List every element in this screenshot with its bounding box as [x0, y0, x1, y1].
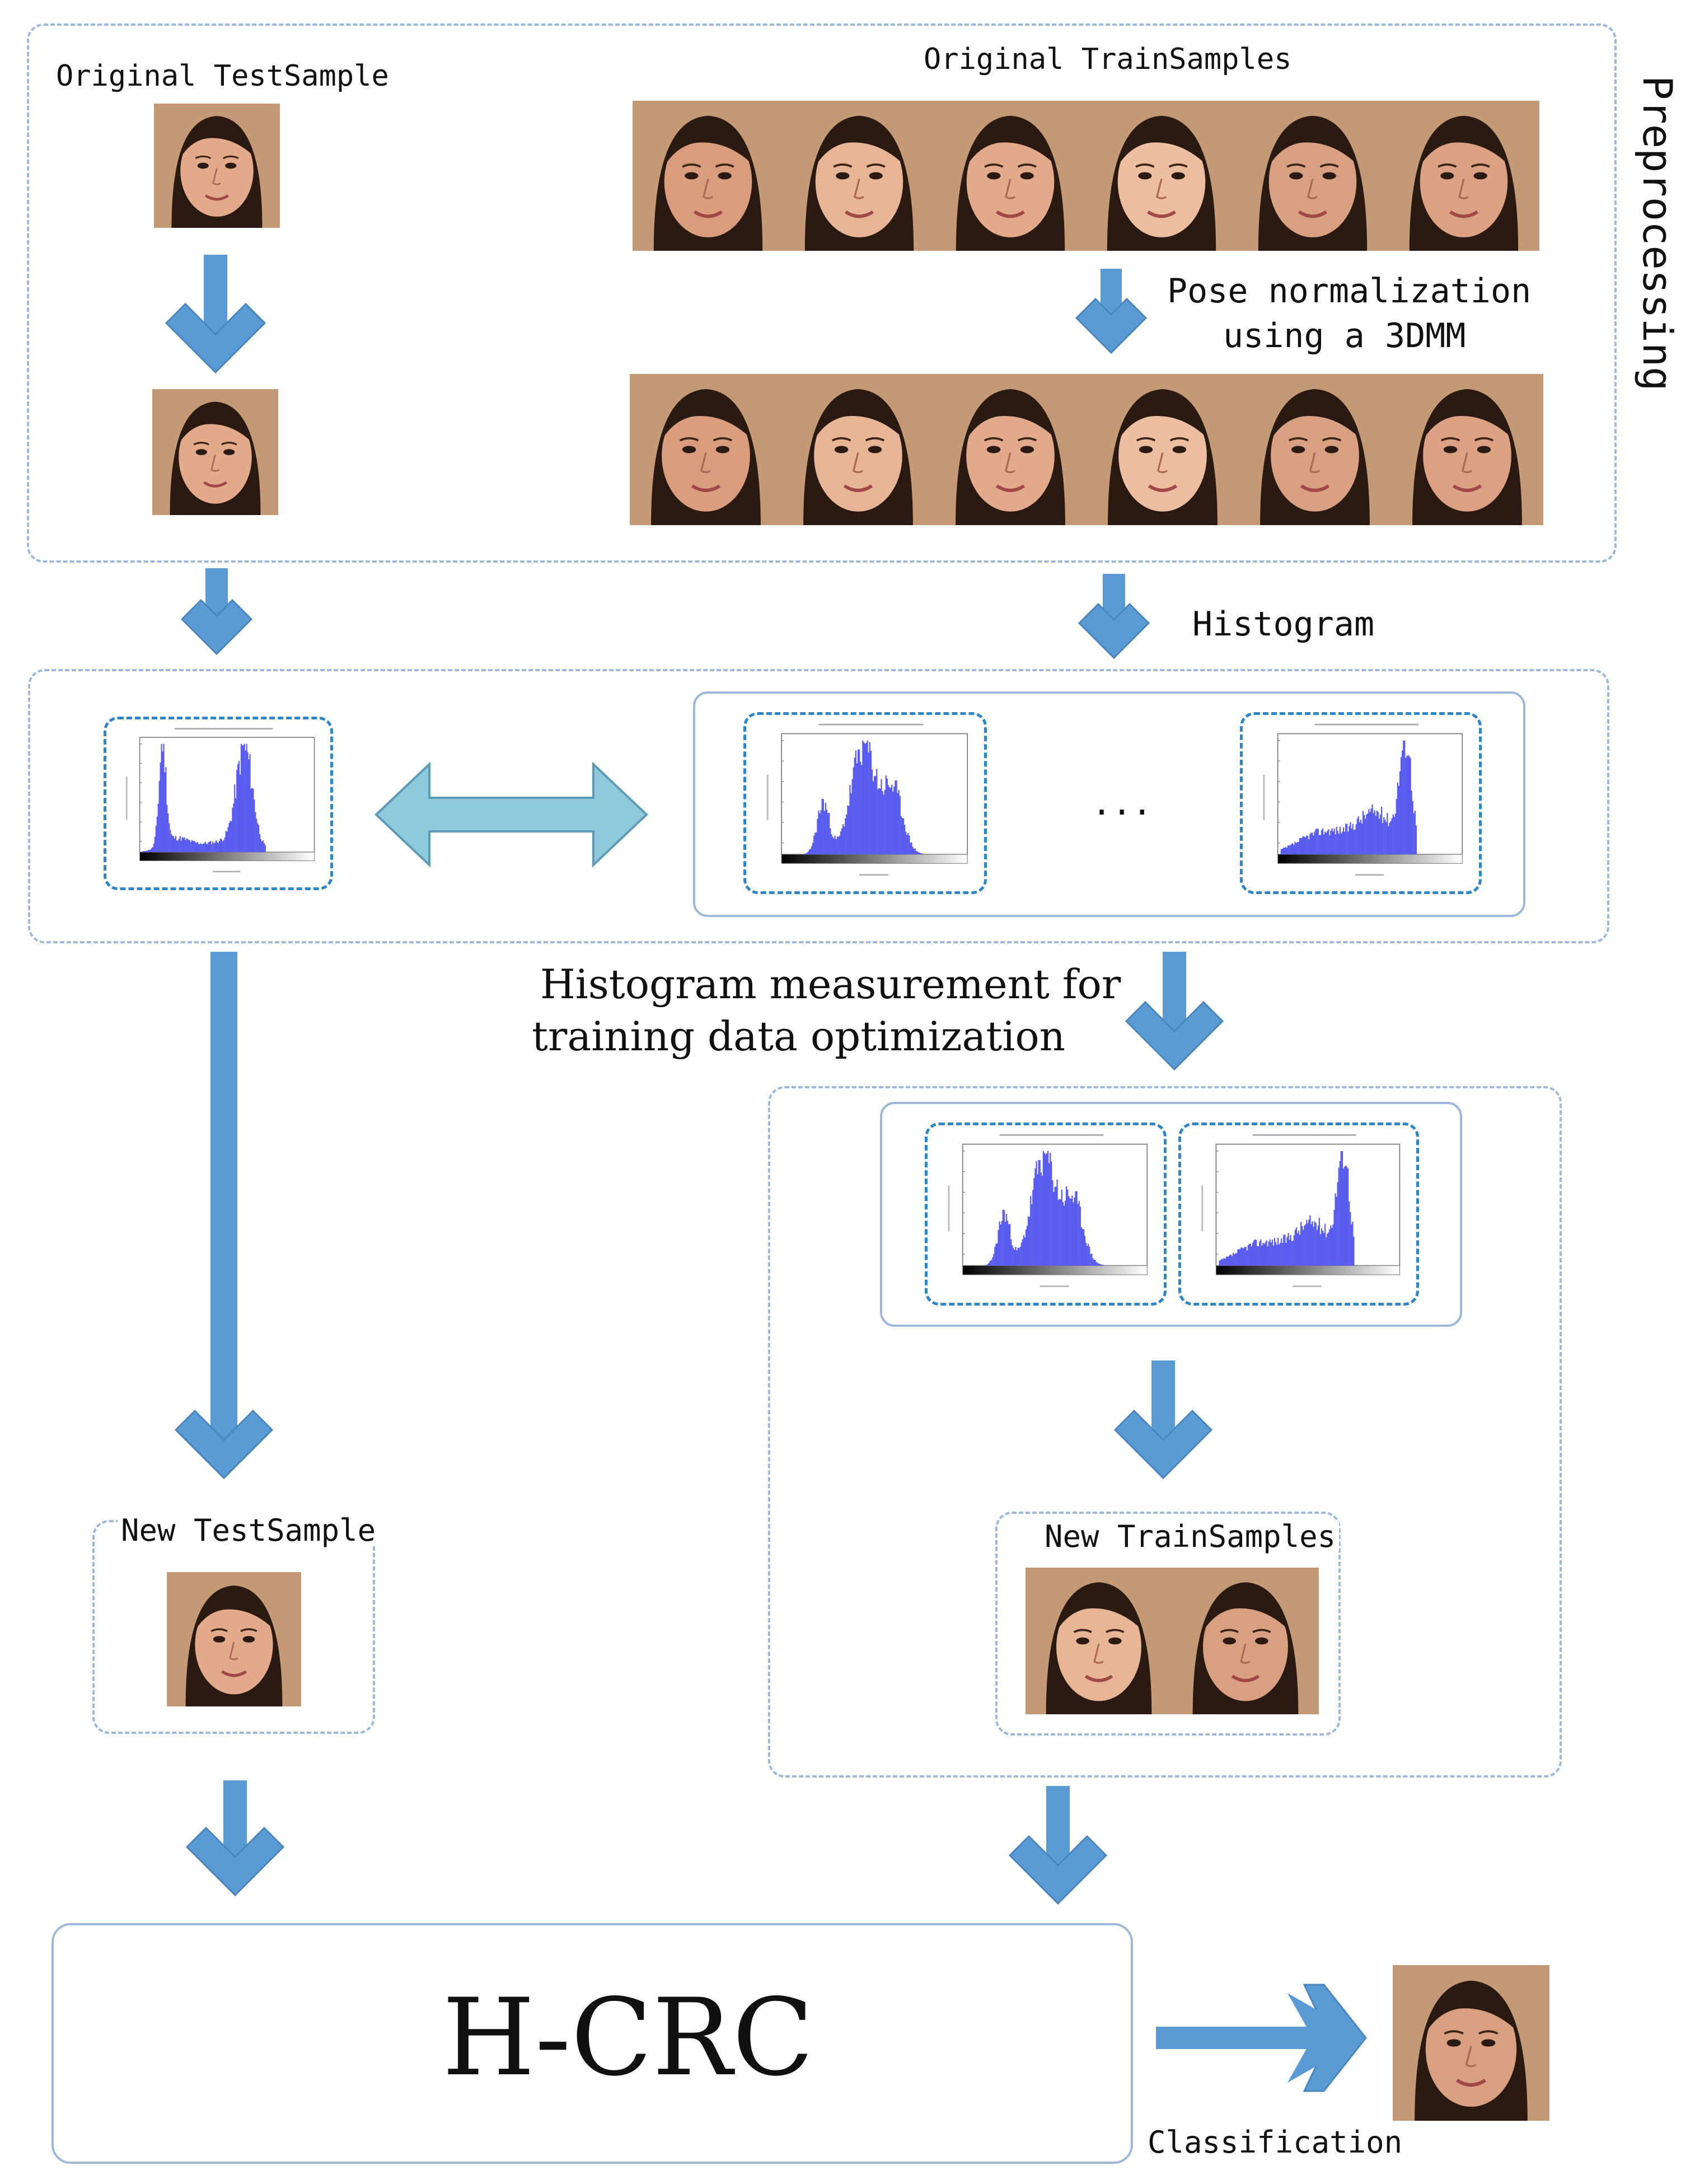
histogram-region: [28, 669, 1609, 943]
measurement-label-line1: Histogram measurement for: [540, 961, 1121, 1008]
train-face-image: [630, 374, 782, 525]
original-test-face-image: [154, 104, 280, 228]
down-arrow-new-train-to-hcrc: [1008, 1786, 1108, 1905]
down-arrow-new-test-to-hcrc: [185, 1780, 285, 1897]
preprocessing-region: [27, 24, 1617, 563]
measurement-label-line2: training data optimization: [532, 1013, 1066, 1060]
right-arrow-classification: [1156, 1984, 1367, 2092]
new-train-samples-box: [995, 1512, 1341, 1736]
histogram-label: Histogram: [1192, 605, 1375, 644]
train-face-image: [1086, 101, 1237, 251]
optimized-training-region: [768, 1086, 1562, 1778]
down-arrow-test-preprocess: [165, 255, 266, 374]
train-face-image: [1388, 101, 1539, 251]
new-train-face-image: [1172, 1568, 1319, 1714]
new-test-sample-label: New TestSample: [118, 1516, 380, 1546]
classification-label: Classification: [1148, 2125, 1403, 2160]
ellipsis-label: ...: [1092, 784, 1153, 823]
down-arrow-measurement: [1125, 952, 1224, 1071]
down-arrow-test-long: [174, 952, 274, 1480]
train-face-image: [633, 101, 784, 251]
train-face-image: [782, 374, 934, 525]
train-face-image: [784, 101, 935, 251]
normalized-train-faces-row: [630, 374, 1543, 525]
train-face-image: [1239, 374, 1391, 525]
train-face-image: [934, 374, 1087, 525]
double-arrow-compare: [374, 761, 648, 868]
original-test-label: Original TestSample: [56, 59, 389, 93]
down-arrow-test-histogram: [180, 568, 253, 656]
classification-result-face-image: [1393, 1965, 1549, 2121]
pose-normalization-label-line1: Pose normalization: [1167, 272, 1532, 311]
pose-normalization-label-line2: using a 3DMM: [1223, 316, 1466, 356]
normalized-test-face-image: [152, 389, 278, 515]
new-test-face-image: [167, 1572, 301, 1706]
new-train-face-image: [1026, 1568, 1172, 1714]
hcrc-classifier-box: [51, 1923, 1133, 2164]
new-train-samples-label: New TrainSamples: [1041, 1522, 1340, 1552]
selected-histogram-frame: [1178, 1123, 1419, 1306]
original-train-faces-row: [633, 101, 1539, 251]
train-histogram-frame: [1240, 712, 1482, 894]
down-arrow-selected-to-new-train: [1113, 1360, 1213, 1480]
test-histogram-frame: [104, 717, 333, 890]
down-arrow-pose-normalization: [1075, 269, 1148, 354]
train-face-image: [1237, 101, 1388, 251]
selected-histogram-frame: [925, 1123, 1167, 1306]
train-face-image: [1087, 374, 1239, 525]
train-face-image: [935, 101, 1086, 251]
down-arrow-train-histogram: [1078, 574, 1150, 660]
train-face-image: [1391, 374, 1543, 525]
train-histogram-frame: [743, 712, 987, 894]
hcrc-label: H-CRC: [442, 1976, 814, 2099]
original-train-label: Original TrainSamples: [924, 43, 1292, 76]
